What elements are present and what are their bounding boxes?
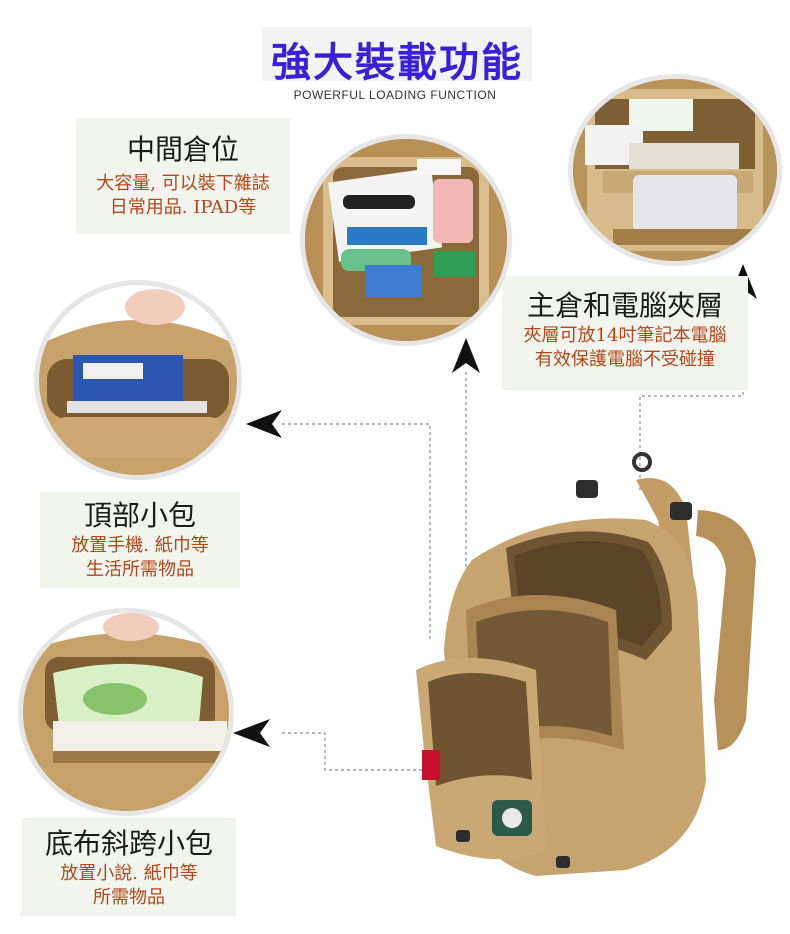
page-title: 強大裝載功能 (271, 39, 523, 86)
main-compartment-photo (568, 74, 782, 266)
main-heading: 主倉和電腦夾層 (526, 289, 723, 322)
middle-line-2: 日常用品. IPAD等 (109, 197, 257, 218)
top-line-2: 生活所需物品 (86, 559, 194, 580)
bottom-line-1: 放置小說. 紙巾等 (60, 863, 198, 884)
middle-compartment-photo (300, 134, 512, 346)
main-line-1: 夾層可放14吋筆記本電腦 (523, 325, 727, 346)
main-caption-box (502, 276, 748, 390)
main-line-2: 有效保護電腦不受碰撞 (535, 349, 715, 370)
arrow-left-icon (233, 719, 270, 747)
top-caption-box (40, 492, 240, 588)
middle-line-1: 大容量, 可以裝下雜誌 (96, 173, 270, 194)
bottom-line-2: 所需物品 (93, 887, 165, 908)
bottom-heading: 底布斜跨小包 (44, 827, 213, 860)
top-line-1: 放置手機. 紙巾等 (71, 535, 209, 556)
top-pocket-photo (34, 280, 242, 480)
page-subtitle: POWERFUL LOADING FUNCTION (293, 88, 497, 102)
bottom-caption-box (22, 818, 236, 916)
top-heading: 頂部小包 (83, 499, 196, 532)
backpack-image (396, 450, 776, 890)
bottom-divider (20, 912, 236, 916)
title-background (262, 27, 532, 81)
arrow-left-icon (246, 410, 282, 438)
middle-caption-box (76, 118, 290, 234)
middle-heading: 中間倉位 (126, 133, 239, 166)
arrow-up-icon (452, 338, 480, 373)
bottom-pocket-photo (18, 608, 234, 816)
